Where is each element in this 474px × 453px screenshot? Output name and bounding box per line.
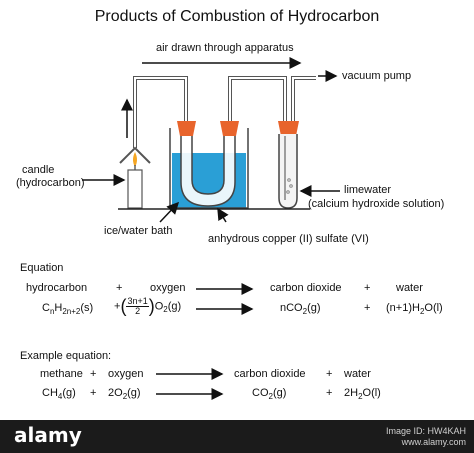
page-title: Products of Combustion of Hydrocarbon xyxy=(94,8,380,25)
apparatus-diagram xyxy=(82,57,340,400)
eq-word-water: water xyxy=(396,282,423,294)
connector-tube-inner xyxy=(229,77,286,122)
example-heading: Example equation: xyxy=(20,350,112,362)
outlet-tube-inner xyxy=(292,77,316,122)
ex-word-plus: + xyxy=(90,368,97,380)
eq-formula-plus: + xyxy=(364,302,371,314)
ex-word-methane: methane xyxy=(40,368,83,380)
funnel xyxy=(119,146,151,164)
candle-label: candle xyxy=(22,164,55,176)
candle-body xyxy=(127,169,143,209)
image-id-text: Image ID: HW4KAH xyxy=(385,426,466,436)
ex-formula-methane: CH4(g) xyxy=(42,387,76,401)
ex-formula-water: 2H2O(l) xyxy=(344,387,381,401)
eq-word-co2: carbon dioxide xyxy=(270,282,342,294)
ex-formula-plus: + xyxy=(90,387,97,399)
icebath-pointer xyxy=(159,201,180,223)
eq-word-plus: + xyxy=(116,282,123,294)
site-url: www.alamy.com xyxy=(401,437,466,447)
ex-word-water: water xyxy=(344,368,371,380)
image-id: Image ID: HW4KAH www.alamy.com xyxy=(386,426,466,448)
limewater-label: limewater xyxy=(344,184,392,196)
stopper-right xyxy=(220,121,239,136)
ice-bath-label: ice/water bath xyxy=(104,225,173,237)
copper-sulfate-label: anhydrous copper (II) sulfate (VI) xyxy=(208,233,369,245)
ex-formula-co2: CO2(g) xyxy=(252,387,287,401)
ex-formula-plus: + xyxy=(326,387,333,399)
inlet-tube-inner xyxy=(134,77,187,148)
vacuum-pump-label: vacuum pump xyxy=(342,70,412,82)
copper-pointer xyxy=(217,207,229,223)
ex-formula-oxygen: 2O2(g) xyxy=(108,387,141,401)
connector-tube xyxy=(228,76,287,122)
ex-word-oxygen: oxygen xyxy=(108,368,144,380)
beaker xyxy=(169,128,249,209)
stopper-left xyxy=(177,121,196,136)
alamy-logo: alamy xyxy=(14,423,82,447)
equation-heading: Equation xyxy=(20,262,64,274)
eq-formula-hydrocarbon: CnH2n+2(s) xyxy=(42,302,94,316)
ex-word-plus: + xyxy=(326,368,333,380)
bubble xyxy=(289,184,293,188)
eq-formula-co2: nCO2(g) xyxy=(280,302,321,316)
bubble xyxy=(287,178,291,182)
limewater-tube xyxy=(278,134,298,209)
stopper-limewater xyxy=(278,121,299,136)
eq-formula-water: (n+1)H2O(l) xyxy=(386,302,443,316)
outlet-tube xyxy=(291,76,316,122)
ex-word-co2: carbon dioxide xyxy=(234,368,306,380)
limewater-label-sub: (calcium hydroxide solution) xyxy=(308,198,445,210)
inlet-tube xyxy=(133,76,188,148)
watermark-footer: alamy Image ID: HW4KAH www.alamy.com xyxy=(0,420,474,453)
eq-word-oxygen: oxygen xyxy=(150,282,186,294)
candle-flame xyxy=(133,152,137,167)
bubble xyxy=(286,190,290,194)
candle-label-sub: (hydrocarbon) xyxy=(16,177,85,189)
eq-word-plus: + xyxy=(364,282,371,294)
air-flow-label: air drawn through apparatus xyxy=(156,42,294,54)
eq-word-hydrocarbon: hydrocarbon xyxy=(26,282,88,294)
